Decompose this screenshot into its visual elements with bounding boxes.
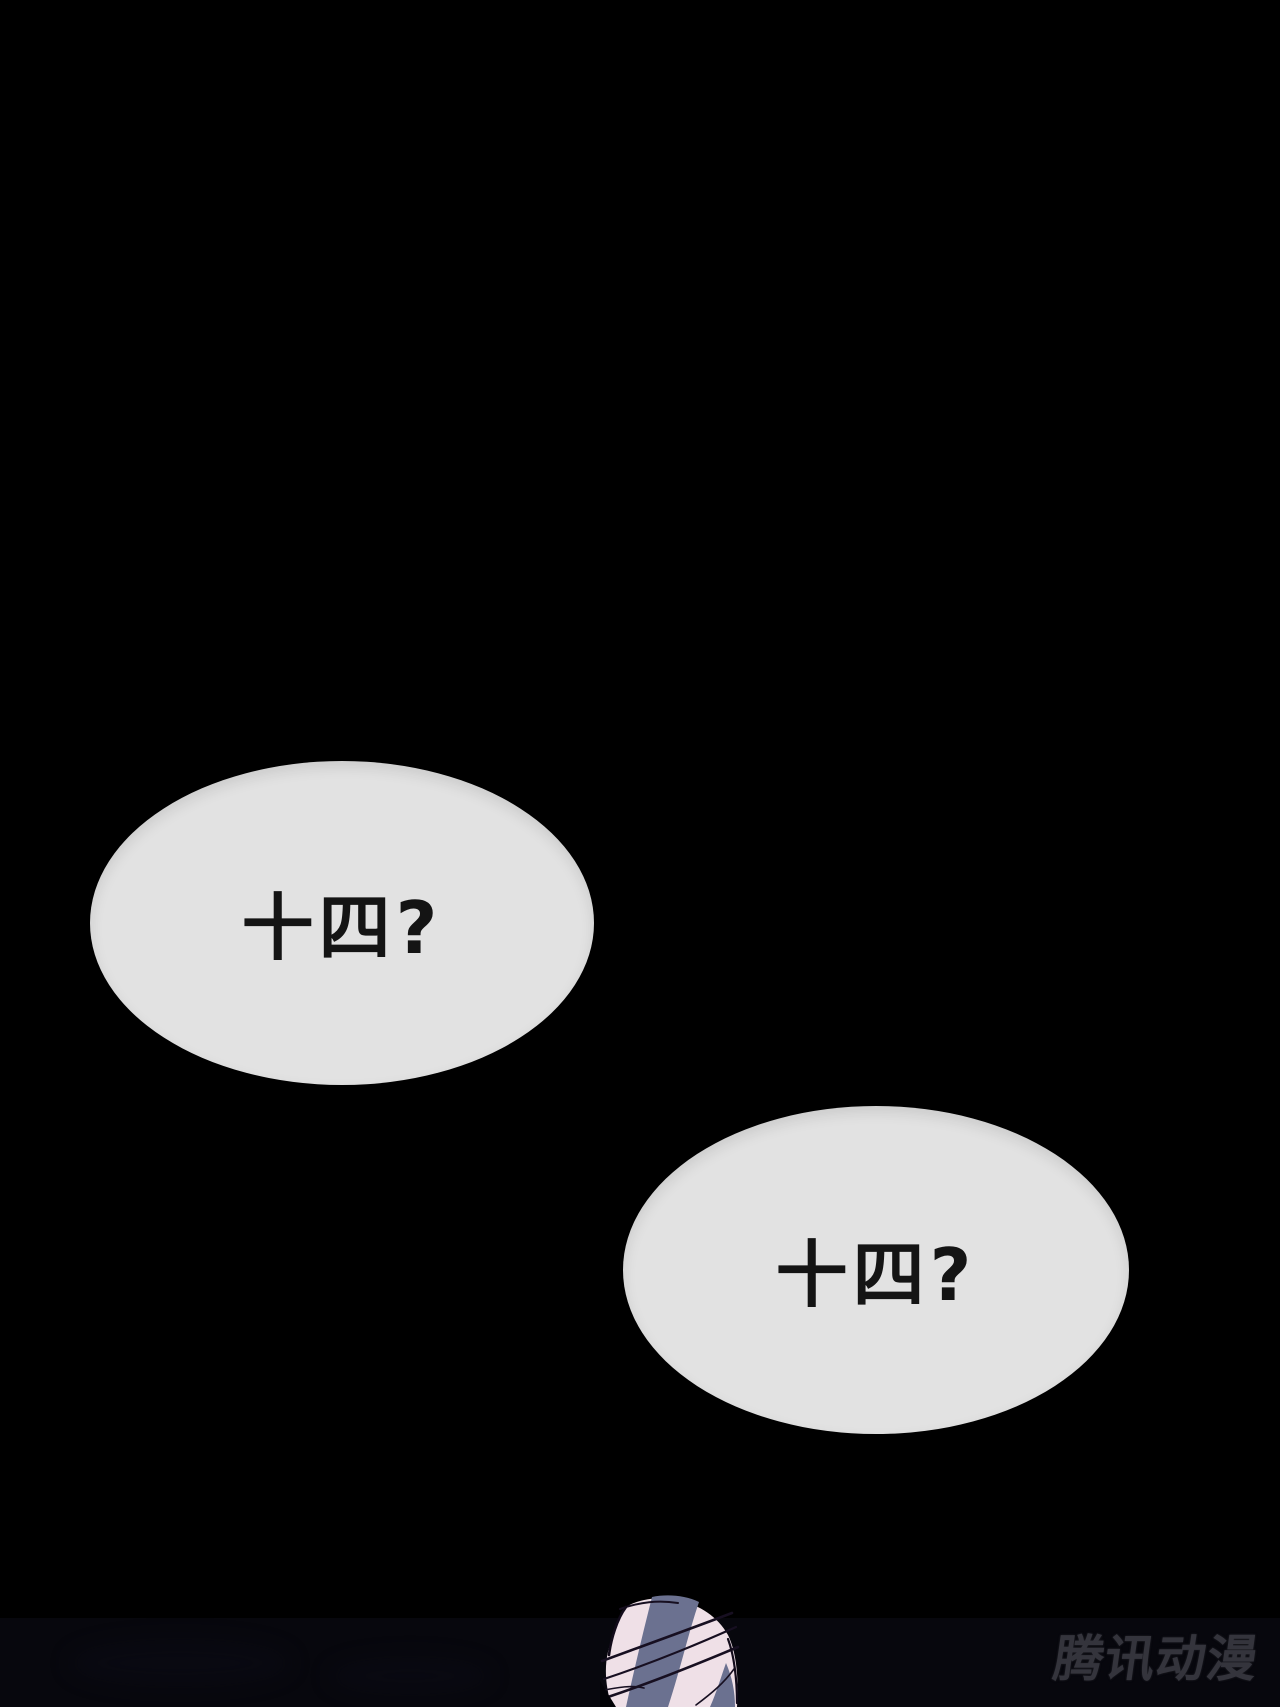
speech-bubble-1: 十四? [90,761,594,1085]
hair-artwork [600,1595,740,1707]
panel-smudge [70,1640,290,1686]
tencent-comics-watermark: 腾讯动漫 [1049,1630,1263,1688]
panel-smudge [330,1658,490,1694]
speech-bubble-2: 十四? [623,1106,1129,1434]
speech-bubble-1-text: 十四? [241,885,443,970]
speech-bubble-2-text: 十四? [775,1232,977,1317]
